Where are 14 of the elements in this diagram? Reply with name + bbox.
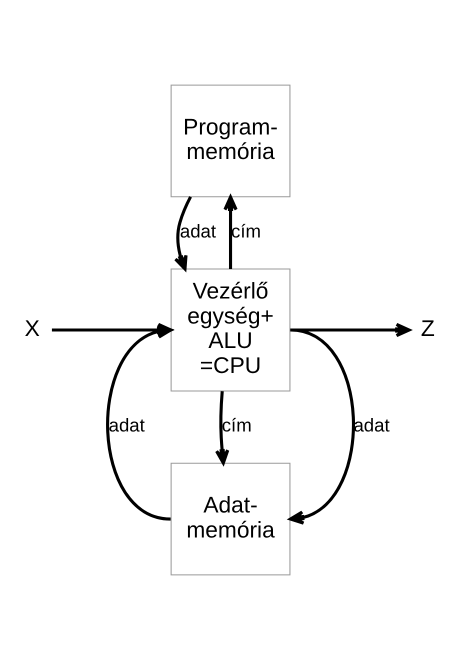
node-box: Adat- memória (170, 462, 290, 575)
edge-label: cím (231, 220, 261, 241)
arrow (215, 390, 230, 464)
node-text: X (24, 314, 40, 340)
node-box: Vezérlő egység+ ALU =CPU (170, 268, 290, 391)
arrow (290, 322, 411, 337)
arrow (174, 196, 192, 270)
arrow (223, 195, 238, 269)
arrow (52, 322, 172, 337)
edge-label: cím (222, 414, 252, 436)
edge-label: adat (108, 414, 145, 436)
node-text: Z (420, 314, 435, 340)
edge-label: adat (180, 220, 216, 241)
node-box: Program- memória (170, 84, 290, 197)
